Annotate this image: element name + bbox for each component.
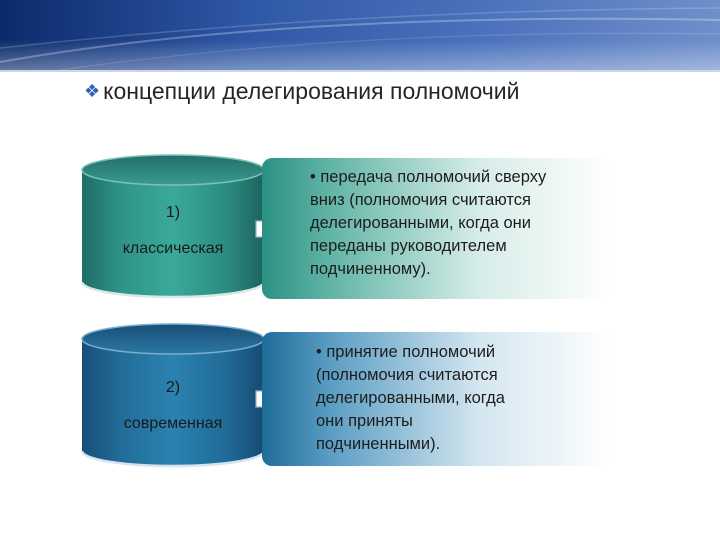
description-line: подчиненными). <box>316 435 441 453</box>
concept-cylinder-classic: 1) классическая <box>80 152 266 300</box>
concept-cylinder-modern: 2) современная <box>80 321 266 469</box>
concept-name: современная <box>123 415 223 432</box>
description-line: они приняты <box>316 412 413 430</box>
description-line: подчиненному). <box>310 260 431 278</box>
description-line: • принятие полномочий <box>316 343 496 361</box>
slide-heading: ❖концепции делегирования полномочий <box>84 78 519 105</box>
concept-description-box-modern: • принятие полномочий (полномочия считаю… <box>262 332 612 466</box>
description-line: вниз (полномочия считаются <box>310 191 531 209</box>
description-line: • передача полномочий сверху <box>310 168 547 186</box>
header-banner <box>0 0 720 72</box>
cylinder-shape-teal <box>80 154 266 299</box>
description-line: делегированными, когда они <box>310 214 531 232</box>
concept-number: 2) <box>165 379 181 396</box>
description-line: делегированными, когда <box>316 389 505 407</box>
concept-number: 1) <box>165 204 181 221</box>
slide-heading-text: концепции делегирования полномочий <box>103 78 520 104</box>
cylinder-shape-blue <box>80 323 266 468</box>
concept-description-box-classic: • передача полномочий сверху вниз (полно… <box>262 158 612 299</box>
diamond-bullet-icon: ❖ <box>84 81 101 101</box>
concept-name: классическая <box>122 240 224 257</box>
description-line: (полномочия считаются <box>316 366 498 384</box>
description-line: переданы руководителем <box>310 237 507 255</box>
